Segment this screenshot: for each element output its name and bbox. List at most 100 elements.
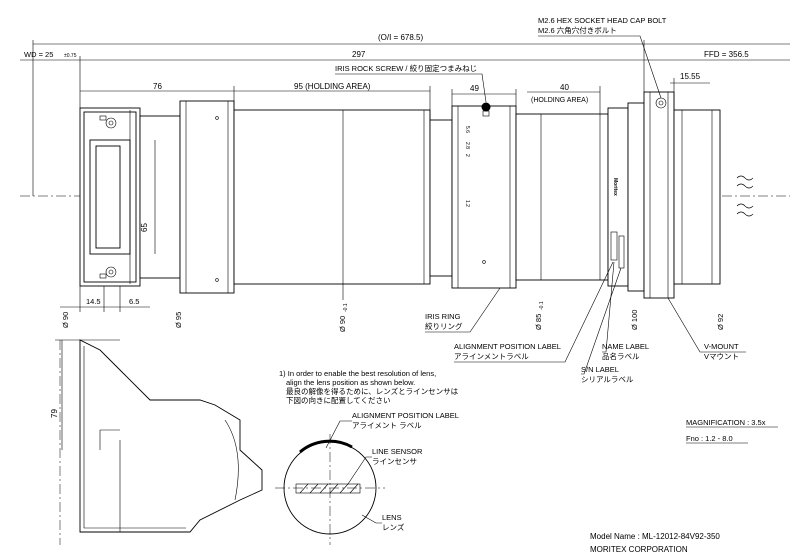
- v-mount-flange: [643, 91, 675, 299]
- profile-curve: [224, 419, 239, 501]
- iris-ring-leader: [425, 287, 501, 333]
- diameter-85: Ø 85: [534, 314, 543, 330]
- side-profile: 79: [50, 339, 263, 545]
- callouts: M2.6 HEX SOCKET HEAD CAP BOLT M2.6 六角穴付き…: [335, 16, 746, 384]
- detail-lens-en: LENS: [382, 513, 402, 522]
- align-leader: [454, 261, 614, 363]
- align-label-ja: アラインメントラベル: [454, 352, 529, 361]
- sn-label-en: S/N LABEL: [581, 365, 619, 374]
- iris-ring: [451, 105, 517, 289]
- screw-icon: [108, 269, 114, 275]
- dimension-65: 65: [140, 223, 149, 232]
- f-number-mark: 5.6: [464, 126, 470, 133]
- diameter-95: Ø 95: [174, 312, 183, 328]
- f-number-mark: 2: [464, 154, 470, 157]
- marker-dot: [215, 116, 219, 120]
- note-line-3: 最良の解像を得るために、レンズとラインセンサは: [286, 386, 459, 396]
- rear-tube: [515, 113, 609, 281]
- wd-tolerance: ±0.75: [64, 53, 77, 59]
- f-number-mark: 1.2: [464, 200, 470, 207]
- title-block: Model Name : ML-12012-84V92-350 MORITEX …: [590, 532, 720, 554]
- detail-align-en: ALIGNMENT POSITION LABEL: [352, 411, 459, 420]
- holding-area-tube: [233, 109, 431, 285]
- diameter-90: Ø 90: [61, 312, 70, 328]
- sensor-hatch: [299, 483, 359, 494]
- profile-body: [79, 339, 263, 533]
- diameter-90-tol: Ø 90: [338, 316, 347, 332]
- vmount-label-ja: Vマウント: [704, 352, 739, 361]
- alignment-mark: [299, 439, 353, 454]
- profile-inner: [83, 346, 186, 529]
- clip: [99, 273, 107, 279]
- iris-step: [429, 119, 453, 277]
- specs: MAGNIFICATION : 3.5x Fno : 1.2 - 8.0: [686, 418, 778, 444]
- connector-section: [139, 115, 181, 279]
- note-line-4: 下図の向きに配置してください: [286, 395, 391, 405]
- note-line-1: 1) In order to enable the best resolutio…: [279, 369, 436, 378]
- collar-section: [179, 100, 235, 294]
- dimension-76: 76: [153, 82, 162, 91]
- brand-mark: Moritex: [612, 178, 618, 196]
- wd-text: WD = 25: [24, 50, 53, 59]
- break-mark: [736, 175, 754, 181]
- note-line-2: align the lens position as shown below.: [286, 378, 415, 387]
- oi-dimension-text: (O/I = 678.5): [378, 33, 423, 42]
- alignment-detail: ALIGNMENT POSITION LABEL アライメント ラベル LINE…: [275, 411, 459, 545]
- sn-label-plate: [618, 235, 625, 269]
- detail-sensor-en: LINE SENSOR: [372, 447, 423, 456]
- detail-sensor-ja: ラインセンサ: [372, 457, 417, 466]
- break-mark: [736, 211, 754, 217]
- break-mark: [736, 183, 754, 189]
- iris-screw-leader: [335, 73, 487, 103]
- dimension-79: 79: [50, 409, 59, 418]
- dimension-14-5: 14.5: [86, 297, 101, 306]
- diameter-85-tol-sub: -0.1: [539, 301, 545, 310]
- screw-icon: [105, 266, 117, 278]
- name-label-ja: 品名ラベル: [602, 351, 640, 361]
- screw-icon: [105, 117, 117, 129]
- company-name: MORITEX CORPORATION: [590, 545, 688, 554]
- name-label-plate: [610, 231, 618, 261]
- model-name: Model Name : ML-12012-84V92-350: [590, 532, 720, 541]
- vmount-leader: [667, 297, 746, 353]
- mount-step: [627, 102, 645, 292]
- bolt-leader: [538, 35, 662, 99]
- dimension-lines: (O/I = 678.5) WD = 25 ±0.75 297 FFD = 35…: [20, 33, 790, 332]
- dimension-49: 49: [470, 84, 479, 93]
- mount-thread: [673, 109, 721, 285]
- iris-ring-label-ja: 絞りリング: [425, 321, 463, 331]
- diameter-92: Ø 92: [716, 314, 725, 330]
- dimension-95-holding: 95 (HOLDING AREA): [294, 82, 371, 91]
- detail-align-leader: [325, 420, 352, 449]
- break-mark: [736, 203, 754, 209]
- vmount-label-en: V-MOUNT: [704, 342, 739, 351]
- bolt-label-ja: M2.6 六角穴付きボルト: [538, 25, 617, 35]
- dimension-40: 40: [560, 83, 569, 92]
- magnification-text: MAGNIFICATION : 3.5x: [686, 418, 766, 427]
- length-297-text: 297: [352, 50, 366, 59]
- iris-screw-icon: [481, 102, 491, 112]
- fno-text: Fno : 1.2 - 8.0: [686, 434, 733, 443]
- f-number-mark: 2.8: [464, 142, 470, 149]
- diameter-100: Ø 100: [630, 310, 639, 330]
- iris-screw-stem: [482, 110, 490, 117]
- iris-ring-label-en: IRIS RING: [425, 312, 461, 321]
- sn-leader: [581, 267, 622, 375]
- name-label-en: NAME LABEL: [602, 342, 649, 351]
- clip: [99, 115, 107, 121]
- dimension-15-55: 15.55: [680, 72, 701, 81]
- screw-icon: [108, 120, 114, 126]
- iris-screw-label: IRIS ROCK SCREW / 絞り固定つまみねじ: [335, 63, 477, 73]
- ffd-text: FFD = 356.5: [704, 50, 749, 59]
- bolt-label-en: M2.6 HEX SOCKET HEAD CAP BOLT: [538, 16, 667, 25]
- bolt-icon: [658, 100, 664, 106]
- detail-align-ja: アライメント ラベル: [352, 421, 422, 430]
- detail-lens-leader: [361, 514, 382, 524]
- dimension-40-holding: (HOLDING AREA): [531, 97, 588, 104]
- marker-dot: [215, 278, 219, 282]
- dimension-6-5: 6.5: [129, 297, 139, 306]
- front-window-inner: [95, 145, 121, 249]
- detail-lens-ja: レンズ: [382, 522, 405, 532]
- detail-sensor-leader: [347, 456, 372, 485]
